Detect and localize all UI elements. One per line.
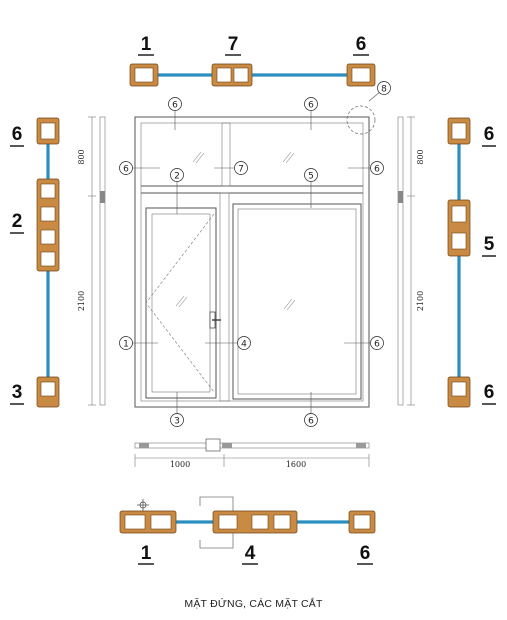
svg-text:5: 5 [308,172,314,182]
callout-corner: 8 [377,81,391,95]
svg-text:6: 6 [374,340,380,350]
fixed-panel [232,203,362,400]
section-label-bottom-mid: 4 [245,543,256,564]
callout-fixed-right: 6 [370,336,384,350]
drawing-caption: MẶT ĐỨNG, CÁC MẶT CẮT [184,598,323,610]
section-label-right-bottom: 6 [484,382,495,403]
callout-top-right: 6 [304,97,318,111]
callout-transom-right: 6 [370,161,384,175]
svg-text:6: 6 [123,165,129,175]
top-section-detail: 1 7 6 [129,34,376,87]
section-label-left-bottom: 3 [12,382,23,403]
section-label-right-top: 6 [484,124,495,145]
svg-text:6: 6 [172,101,178,111]
svg-text:6: 6 [308,417,314,427]
dim-bottom-door: 1000 [170,460,190,469]
door-sash [145,207,217,399]
elevation: 6 6 8 6 7 6 2 5 [119,81,391,427]
section-label-top-left: 1 [141,34,152,55]
svg-text:7: 7 [238,165,244,175]
section-label-bottom-left: 1 [141,543,152,564]
callout-transom-mullion: 7 [234,161,248,175]
svg-text:2: 2 [174,172,180,182]
right-profile-bottom [447,376,471,408]
svg-text:6: 6 [308,101,314,111]
callout-door-lock: 4 [237,336,251,350]
handle-outline-bottom [199,530,234,549]
svg-text:8: 8 [381,85,387,95]
right-profile-top [447,117,471,145]
callout-leaders [131,91,381,416]
handle-outline-top [199,496,234,515]
dim-left-door: 2100 [77,291,86,311]
crosshair-icon [137,499,149,511]
top-profile-left [129,63,159,87]
right-dimension-strip: 800 2100 [397,116,425,406]
dim-left-transom: 800 [77,149,86,164]
left-profile-top [36,117,60,145]
section-label-left-mid: 2 [12,211,23,232]
dim-right-transom: 800 [416,149,425,164]
bottom-section-detail: 1 4 6 [119,496,376,565]
bottom-profile-left [119,510,177,534]
right-section-detail: 6 5 6 [447,117,496,408]
left-profile-bottom [36,376,60,408]
transom-mullion [221,122,231,187]
callout-fixed-bottom: 6 [304,413,318,427]
top-profile-mid [211,63,253,87]
svg-text:6: 6 [374,165,380,175]
section-label-right-mid: 5 [484,234,495,255]
outer-frame [134,116,370,408]
left-profile-mid [36,178,60,272]
callout-top-left: 6 [168,97,182,111]
section-label-top-mid: 7 [228,34,239,55]
dim-bottom-fixed: 1600 [286,460,306,469]
left-dimension-strip: 800 2100 [77,116,106,406]
glass-reflection-marks [175,151,296,311]
callout-door-left: 1 [119,336,133,350]
section-label-top-right: 6 [356,34,367,55]
callout-door-bottom: 3 [170,413,184,427]
right-profile-mid [447,199,471,257]
door-swing-lines [145,213,215,393]
callout-door-head: 2 [170,168,184,182]
bottom-profile-mid [212,510,298,534]
callout-transom-left: 6 [119,161,133,175]
main-mullion [219,192,230,402]
door-handle [209,311,221,329]
dim-right-fixed: 2100 [416,291,425,311]
bottom-profile-right [348,510,376,534]
section-label-bottom-right: 6 [360,543,371,564]
left-section-detail: 6 2 3 [10,117,60,408]
corner-detail-circle [346,105,376,135]
svg-text:3: 3 [174,417,180,427]
svg-text:1: 1 [123,340,129,350]
svg-text:4: 4 [241,340,247,350]
plan-strip: 1000 1600 [134,438,370,469]
top-profile-right [346,63,376,87]
section-label-left-top: 6 [12,124,23,145]
callout-fixed-head: 5 [304,168,318,182]
